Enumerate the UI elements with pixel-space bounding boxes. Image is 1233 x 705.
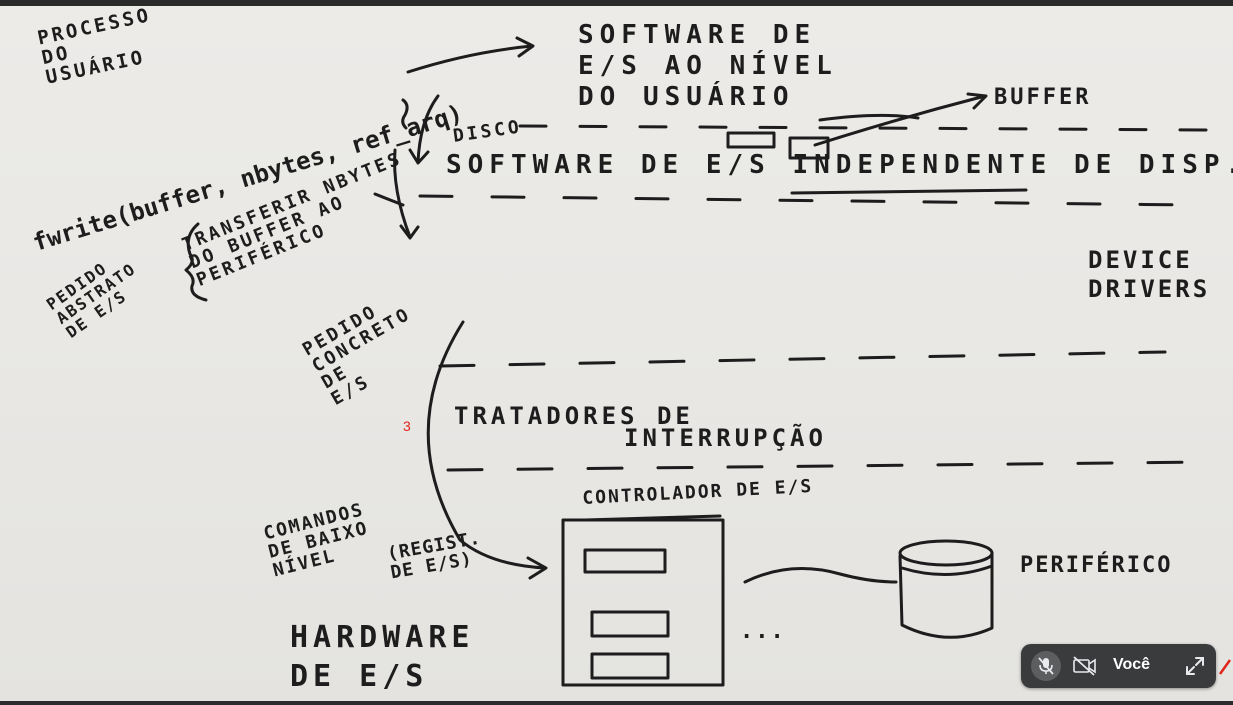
arrow-to-user-software (406, 44, 534, 74)
label-buffer: BUFFER (994, 85, 1092, 110)
expand-icon (1186, 657, 1204, 675)
label-ellipsis: ... (740, 619, 786, 644)
camera-toggle-button[interactable] (1069, 652, 1101, 680)
arrow-down-independent (393, 148, 412, 239)
bottom-edge (0, 701, 1233, 705)
curved-arrow (426, 320, 547, 570)
label-software-usuario: SOFTWARE DE E/S AO NÍVEL DO USUÁRIO (578, 20, 838, 113)
you-label: Você (1113, 656, 1151, 673)
label-interrupcao: INTERRUPÇÃO (624, 424, 827, 452)
page-marker: 3 (403, 418, 411, 434)
label-hardware: HARDWARE DE E/S (290, 620, 475, 694)
level-line-3 (438, 350, 1167, 368)
level-line-2 (418, 194, 1192, 207)
marker-stroke-icon (1218, 659, 1232, 675)
arrow-down-disco (416, 94, 440, 164)
label-tratadores: TRATADORES DE (454, 402, 694, 430)
self-view-controls: Você (1021, 644, 1216, 688)
expand-button[interactable] (1183, 654, 1207, 678)
label-device-drivers: DEVICE DRIVERS (1088, 246, 1211, 303)
mic-off-icon (1038, 657, 1054, 675)
controller-box (561, 518, 725, 687)
camera-off-icon (1073, 656, 1096, 676)
label-software-independente: SOFTWARE DE E/S INDEPENDENTE DE DISP. (446, 150, 1233, 180)
connection-line (743, 567, 898, 584)
level-line-4 (446, 460, 1212, 472)
mic-toggle-button[interactable] (1031, 651, 1061, 681)
peripheral-disk (898, 539, 994, 567)
arrow-to-buffer (813, 94, 987, 147)
label-periferico: PERIFÉRICO (1020, 553, 1173, 578)
